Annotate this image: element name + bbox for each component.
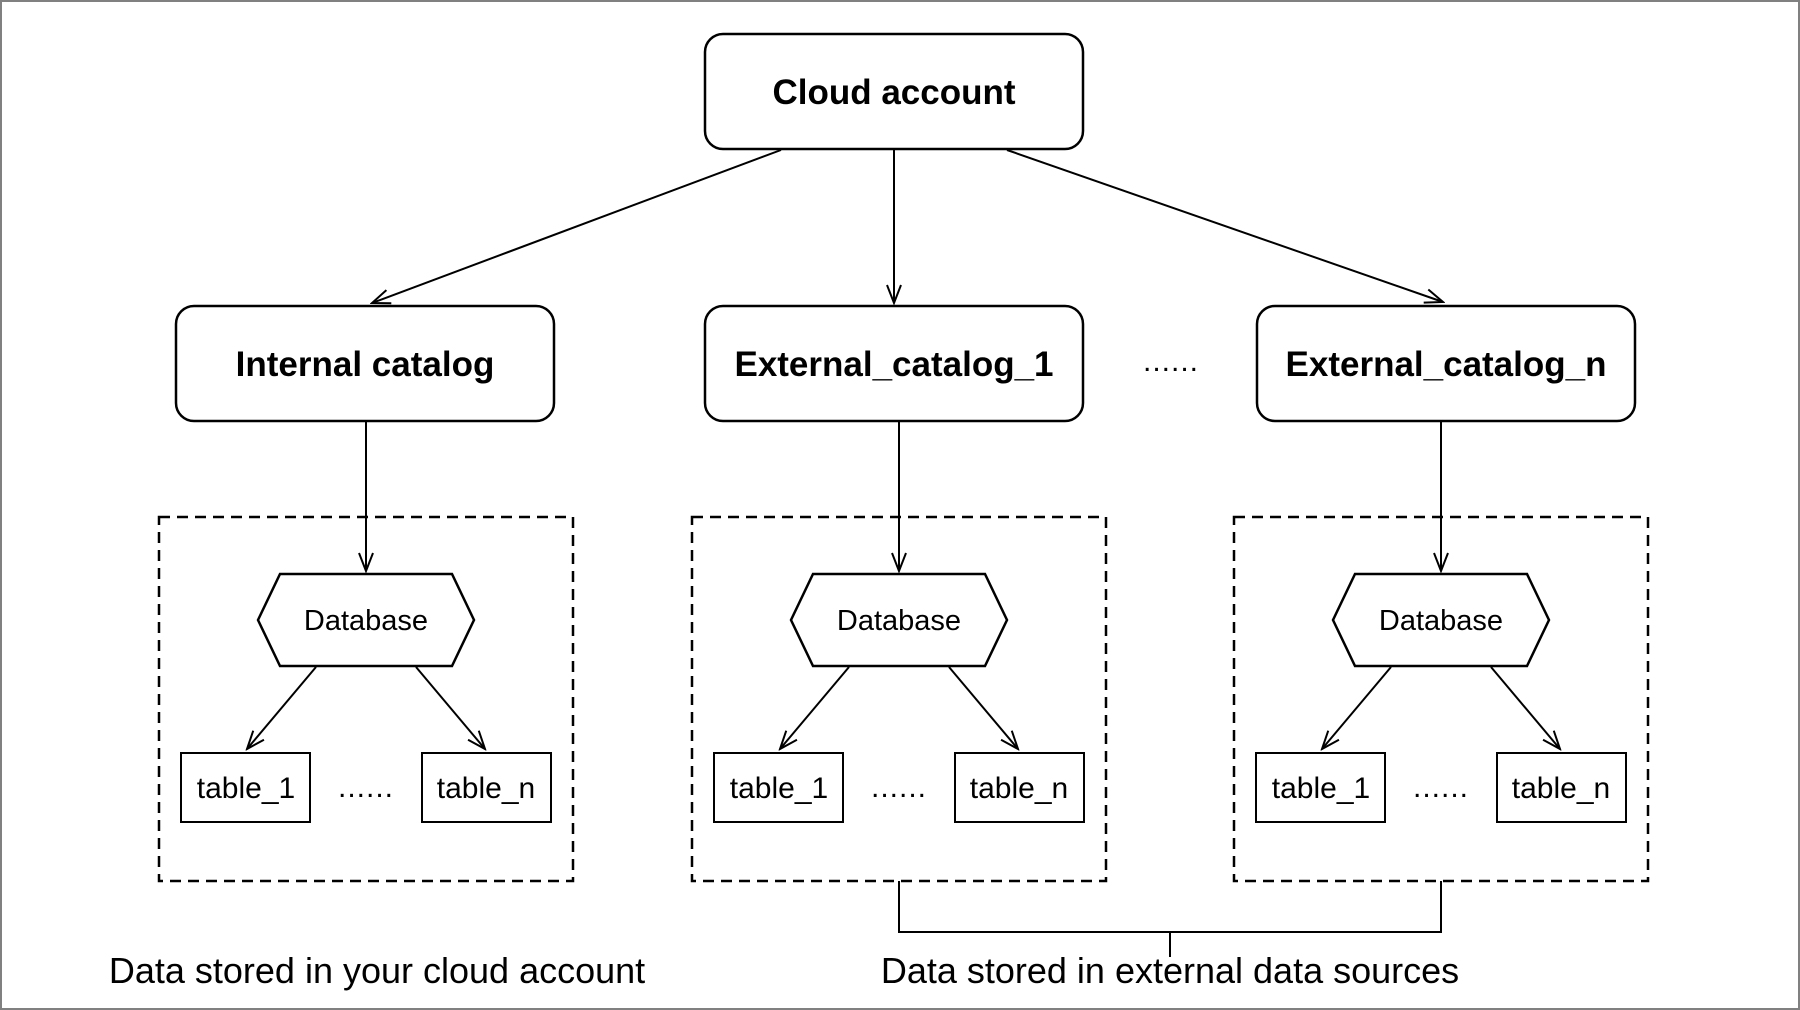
cloud-account-node [703,32,1085,151]
internal-group-dashed-box [157,515,575,883]
internal-tables-ellipsis: ...... [338,771,394,804]
external-1-table-1-label: table_1 [730,772,828,805]
internal-table-1-node [180,752,311,823]
external-catalog-1-group: Database table_1 ...... table_n [690,515,1108,883]
external-1-table-n-node [954,752,1085,823]
internal-database-hexagon [256,572,476,668]
external-groups-bracket [898,881,1442,933]
cloud-account-label: Cloud account [772,73,1015,112]
internal-catalog-group: Database table_1 ...... table_n [157,515,575,883]
external-n-tables-ellipsis: ...... [1413,771,1469,804]
external-catalog-1-node [703,304,1085,423]
external-n-table-1-label: table_1 [1272,772,1370,805]
external-n-database-hexagon [1331,572,1551,668]
external-1-database-label: Database [837,605,961,637]
external-catalog-1-label: External_catalog_1 [734,345,1053,384]
internal-database-label: Database [304,605,428,637]
external-n-table-1-node [1255,752,1386,823]
internal-table-n-label: table_n [437,772,535,805]
external-n-database-label: Database [1379,605,1503,637]
edge-database-to-table-n [1490,666,1560,749]
internal-table-n-node [421,752,552,823]
external-1-tables-ellipsis: ...... [871,771,927,804]
internal-catalog-node [174,304,556,423]
catalog-row-ellipsis: ...... [1143,345,1199,378]
edge-database-to-table-1 [780,666,850,749]
external-catalog-n-group: Database table_1 ...... table_n [1232,515,1650,883]
internal-data-caption: Data stored in your cloud account [109,950,645,991]
edge-database-to-table-n [948,666,1018,749]
external-n-table-n-node [1496,752,1627,823]
external-1-group-dashed-box [690,515,1108,883]
external-1-table-1-node [713,752,844,823]
external-n-table-n-label: table_n [1512,772,1610,805]
edge-database-to-table-n [415,666,485,749]
edge-database-to-table-1 [247,666,317,749]
external-data-caption: Data stored in external data sources [881,950,1459,991]
internal-catalog-label: Internal catalog [236,345,495,384]
external-1-table-n-label: table_n [970,772,1068,805]
internal-table-1-label: table_1 [197,772,295,805]
edge-cloud-to-external-catalog-n [1006,149,1443,302]
external-catalog-n-label: External_catalog_n [1286,345,1607,384]
edge-database-to-table-1 [1322,666,1392,749]
external-catalog-n-node [1255,304,1637,423]
external-n-group-dashed-box [1232,515,1650,883]
edge-cloud-to-internal-catalog [372,149,782,303]
external-1-database-hexagon [789,572,1009,668]
